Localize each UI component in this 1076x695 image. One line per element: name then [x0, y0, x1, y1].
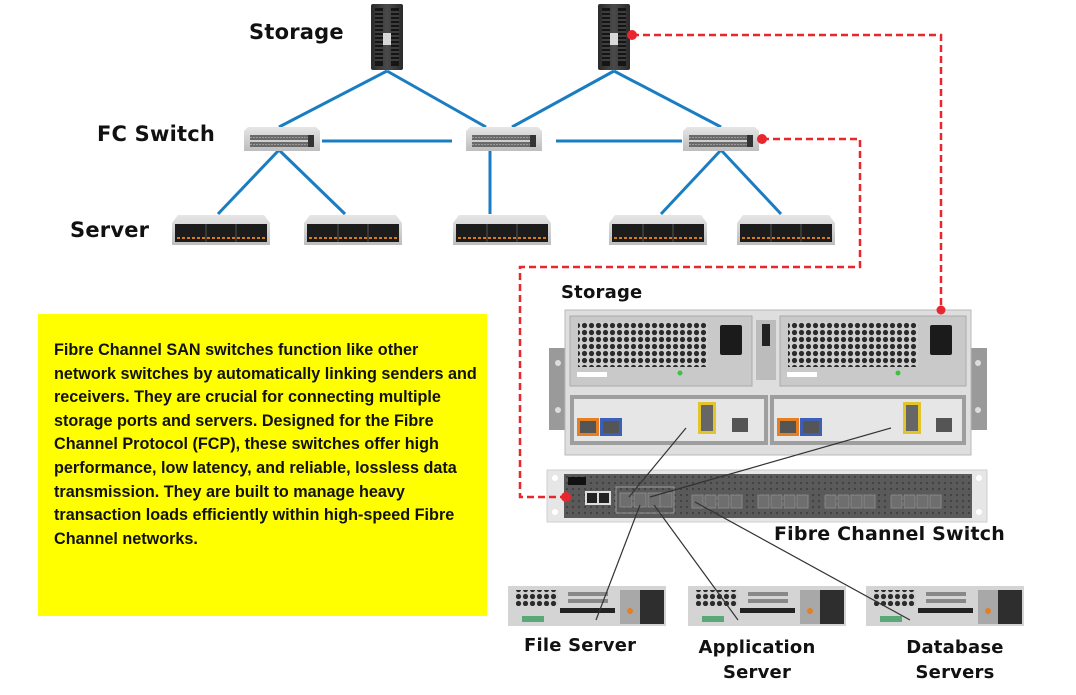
label-fc-switch: FC Switch — [97, 122, 216, 146]
link-switch3-server4 — [659, 148, 723, 216]
file-server-device — [508, 586, 666, 626]
rack-server-4 — [609, 215, 707, 245]
rack-server-2 — [304, 215, 402, 245]
rack-servers — [172, 215, 835, 245]
application-server-device — [688, 586, 846, 626]
fibre-channel-switch — [546, 469, 988, 523]
description-note: Fibre Channel SAN switches function like… — [38, 314, 487, 616]
label-server: Server — [70, 218, 150, 242]
label-fibre-channel-switch: Fibre Channel Switch — [774, 523, 1005, 545]
endpoint-array — [936, 305, 946, 315]
description-text: Fibre Channel SAN switches function like… — [54, 341, 477, 548]
label-application-server-line1: Application — [698, 637, 816, 658]
rack-server-1 — [172, 215, 270, 245]
rack-server-3 — [453, 215, 551, 245]
storage-array — [549, 309, 987, 456]
label-database-servers-line2: Servers — [915, 662, 995, 683]
fc-switch-2 — [466, 127, 542, 151]
link-storage1-switch2 — [386, 69, 487, 129]
fc-switch-1 — [244, 127, 320, 151]
link-switch1-server2 — [277, 148, 347, 216]
cable-switch-dbserver — [694, 501, 911, 621]
storage-tower-2 — [598, 4, 630, 70]
endpoint-fcswitch — [561, 492, 571, 502]
dashed-links — [518, 33, 943, 499]
fibre-cables — [595, 427, 911, 621]
storage-tower-1 — [371, 4, 403, 70]
label-file-server: File Server — [524, 635, 637, 656]
rack-server-5 — [737, 215, 835, 245]
cable-ctrl1-switch — [628, 427, 687, 498]
link-storage2-switch2 — [511, 69, 615, 129]
endpoint-switch3 — [757, 134, 767, 144]
link-switch3-server5 — [719, 148, 783, 216]
label-storage-top: Storage — [249, 20, 344, 44]
label-application-server: Application Server — [692, 635, 822, 685]
endpoint-storage2 — [627, 30, 637, 40]
link-storage1-switch1 — [278, 69, 388, 129]
dashed-link-switch3-fcswitch — [518, 137, 862, 499]
dashed-link-storage2-array — [632, 33, 943, 309]
label-database-servers: Database Servers — [890, 635, 1020, 685]
link-switch1-server1 — [216, 148, 281, 216]
label-application-server-line2: Server — [722, 662, 792, 683]
link-storage2-switch3 — [613, 69, 722, 129]
bottom-servers — [508, 586, 1024, 626]
cable-ctrl2-switch — [649, 427, 892, 498]
fc-switch-3 — [683, 127, 759, 151]
label-database-servers-line1: Database — [906, 637, 1004, 658]
link-endpoints — [561, 30, 946, 502]
label-storage-array: Storage — [561, 282, 643, 303]
cable-switch-appserver — [653, 504, 739, 621]
top-links — [216, 69, 783, 216]
database-server-device — [866, 586, 1024, 626]
cable-switch-fileserver — [595, 504, 641, 621]
